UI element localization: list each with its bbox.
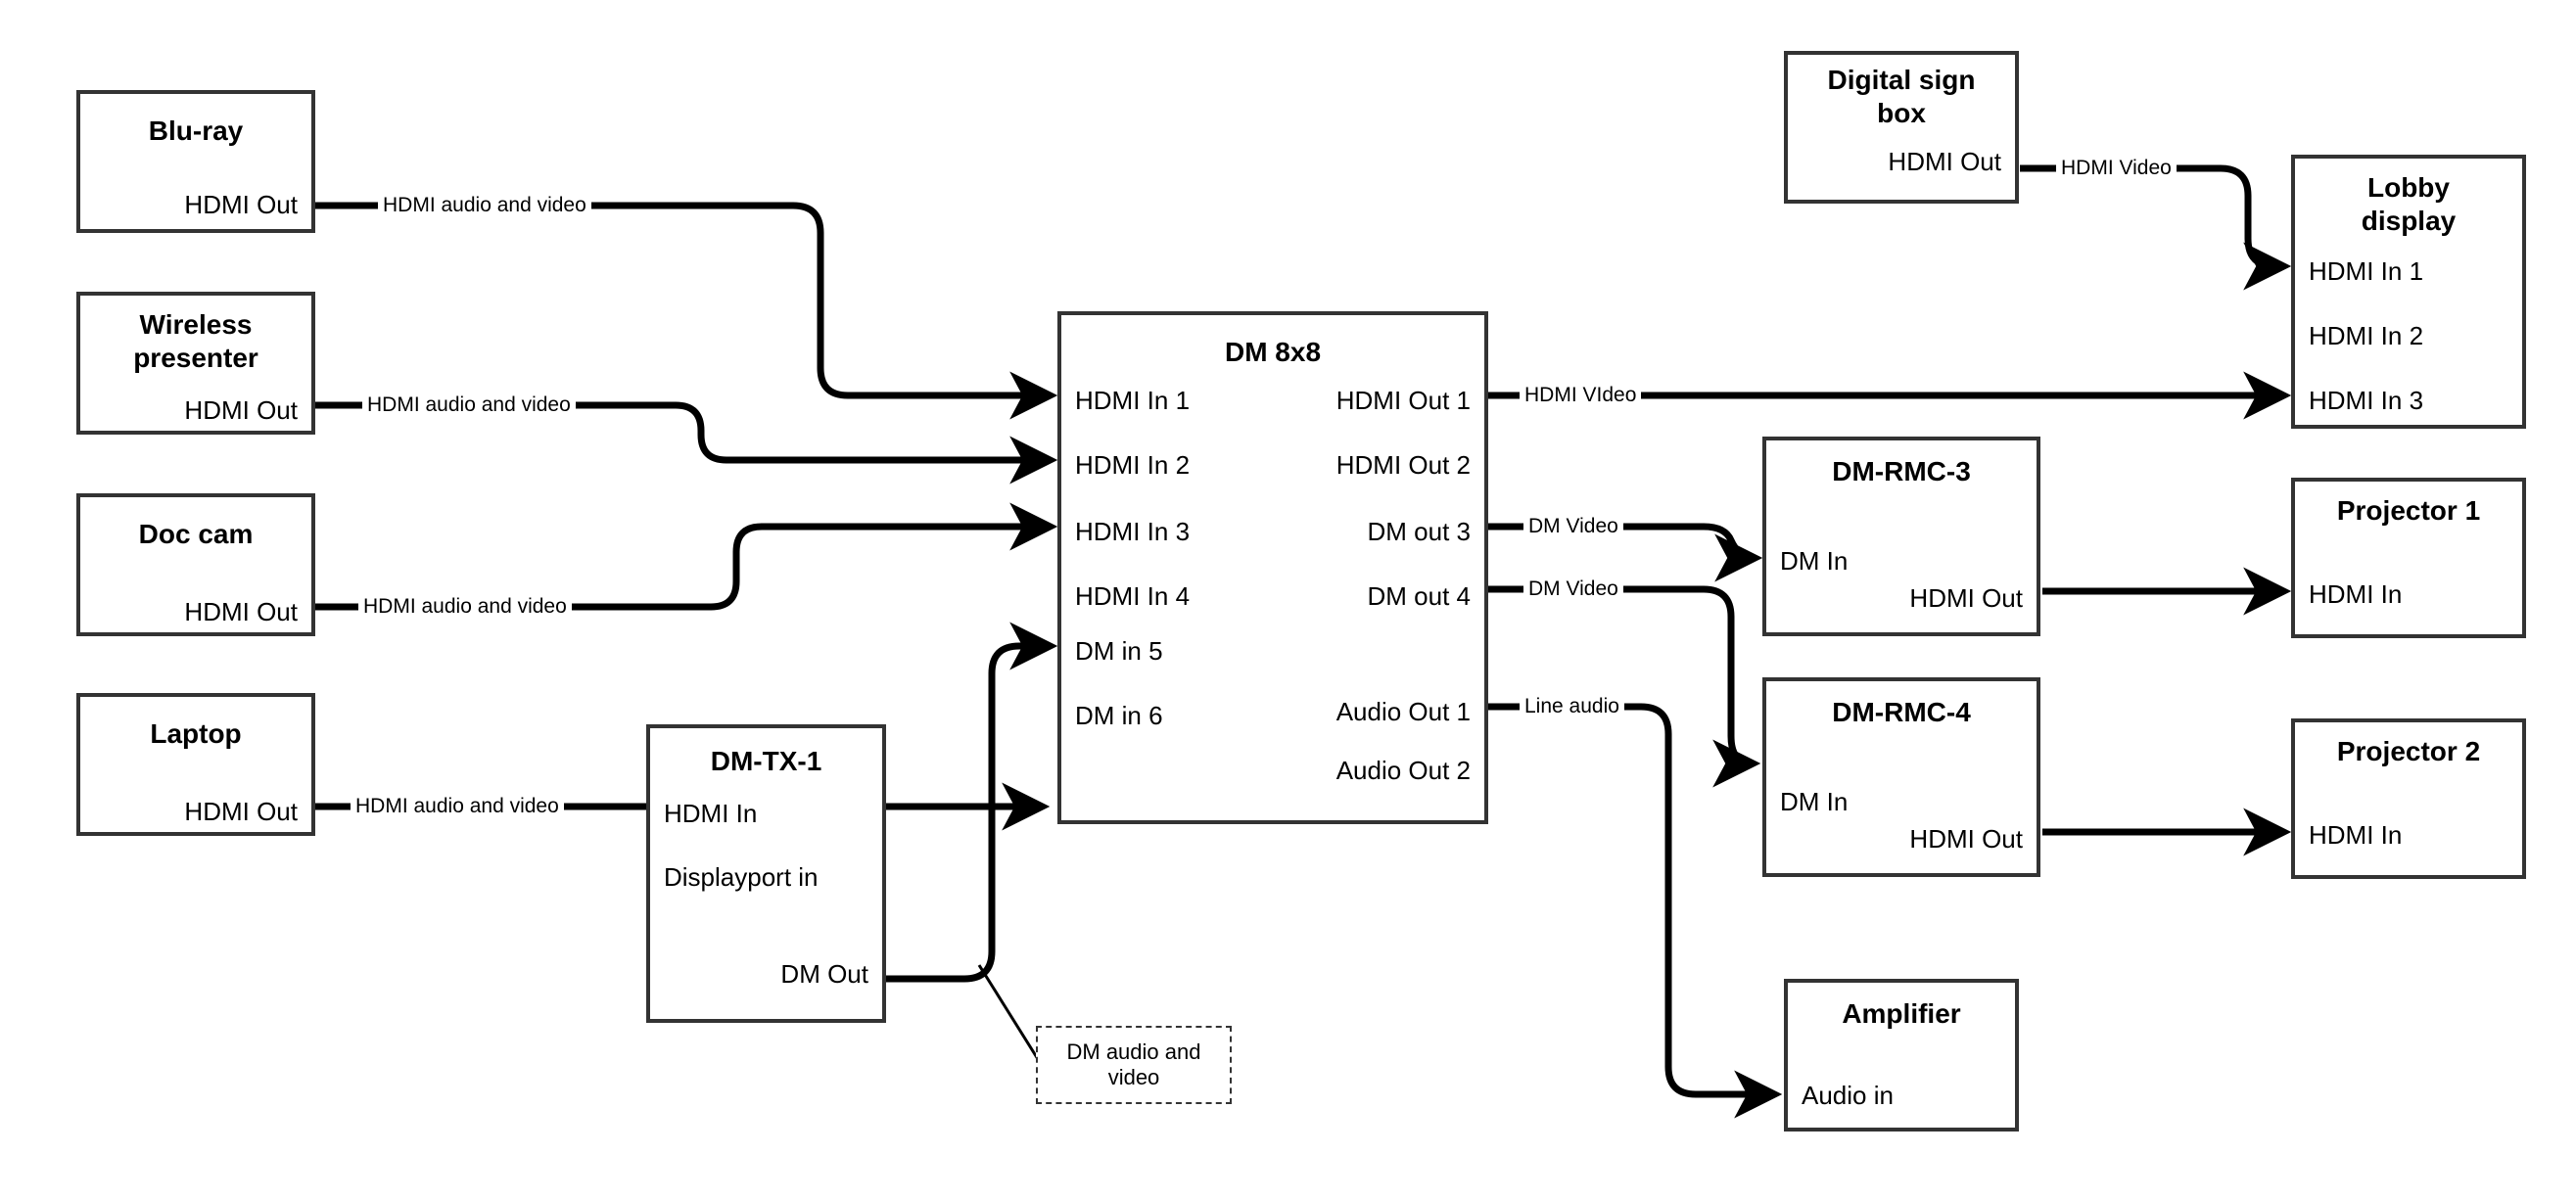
- node-projector-2[interactable]: Projector 2 HDMI In: [2291, 718, 2526, 879]
- node-dm-8x8-output-1[interactable]: HDMI Out 1: [1335, 386, 1471, 415]
- note-dm-audio-and-video-line1: DM audio and: [1066, 1039, 1201, 1064]
- node-amplifier[interactable]: Amplifier Audio in: [1784, 979, 2019, 1132]
- node-lobby-display[interactable]: Lobby display HDMI In 1 HDMI In 2 HDMI I…: [2291, 155, 2526, 429]
- wire-label-dmout3-to-rmc3: DM Video: [1523, 516, 1623, 536]
- wire-label-wireless-to-in2: HDMI audio and video: [362, 394, 576, 415]
- node-dm-8x8-input-4[interactable]: HDMI In 4: [1075, 581, 1191, 611]
- node-dm-8x8-output-4[interactable]: DM out 4: [1367, 581, 1472, 611]
- node-projector-1-title: Projector 1: [2336, 495, 2481, 526]
- node-projector-2-port-hdmi-in[interactable]: HDMI In: [2309, 820, 2403, 850]
- node-dm-tx-1-port-hdmi-in[interactable]: HDMI In: [664, 799, 758, 828]
- wire-bluray-to-dm8x8-in1: [315, 202, 1058, 420]
- node-laptop-title: Laptop: [150, 718, 242, 749]
- node-laptop-port-hdmi-out[interactable]: HDMI Out: [184, 797, 298, 826]
- node-digital-sign-box-title-line2: box: [1877, 98, 1926, 128]
- node-lobby-display-title-line1: Lobby: [2367, 172, 2450, 203]
- node-dm-8x8-output-6[interactable]: Audio Out 2: [1335, 756, 1471, 785]
- node-dm-rmc-4-port-dm-in[interactable]: DM In: [1780, 787, 1849, 816]
- node-doc-cam-title: Doc cam: [138, 519, 254, 549]
- node-dm-8x8-input-3[interactable]: HDMI In 3: [1075, 517, 1191, 546]
- node-projector-2-title: Projector 2: [2336, 736, 2481, 766]
- node-bluray-port-hdmi-out[interactable]: HDMI Out: [184, 190, 298, 219]
- node-digital-sign-box-title-line1: Digital sign: [1827, 65, 1976, 95]
- node-dm-8x8-input-6[interactable]: DM in 6: [1075, 701, 1163, 730]
- node-dm-8x8-title: DM 8x8: [1224, 337, 1322, 367]
- wire-label-audioout1-to-amplifier: Line audio: [1520, 696, 1624, 716]
- wire-label-doccam-to-in3: HDMI audio and video: [358, 596, 572, 617]
- node-lobby-display-title-line2: display: [2361, 206, 2457, 236]
- node-laptop[interactable]: Laptop HDMI Out: [76, 693, 315, 836]
- node-dm-tx-1-port-dm-out[interactable]: DM Out: [780, 959, 868, 989]
- leader-line-dm-audio-video-note: [977, 964, 1040, 1060]
- node-wireless-presenter-title-line2: presenter: [133, 343, 258, 373]
- node-dm-tx-1-title: DM-TX-1: [710, 746, 822, 776]
- node-amplifier-title: Amplifier: [1842, 998, 1961, 1029]
- note-dm-audio-and-video: DM audio and video: [1036, 1026, 1232, 1104]
- node-dm-8x8-input-1[interactable]: HDMI In 1: [1075, 386, 1191, 415]
- node-wireless-presenter-title-line1: Wireless: [139, 309, 253, 340]
- node-dm-rmc-3[interactable]: DM-RMC-3 DM In HDMI Out: [1762, 437, 2040, 636]
- node-dm-8x8-input-2[interactable]: HDMI In 2: [1075, 450, 1191, 480]
- wire-label-hdmiout1-to-lobby-in3: HDMI VIdeo: [1520, 385, 1642, 405]
- wire-label-laptop-to-dmtx1: HDMI audio and video: [351, 796, 564, 816]
- wire-digitalsign-to-lobby-in1: [2020, 164, 2292, 291]
- node-amplifier-port-audio-in[interactable]: Audio in: [1802, 1081, 1894, 1110]
- node-bluray-title: Blu-ray: [148, 115, 244, 146]
- node-dm-rmc-4-title: DM-RMC-4: [1832, 697, 1971, 727]
- wire-label-dmout4-to-rmc4: DM Video: [1523, 578, 1623, 599]
- wire-dm8x8-audioout1-to-amplifier: [1487, 703, 1783, 1119]
- node-dm-8x8-output-3[interactable]: DM out 3: [1367, 517, 1472, 546]
- node-dm-tx-1[interactable]: DM-TX-1 HDMI In Displayport in DM Out: [646, 724, 886, 1023]
- node-lobby-display-port-hdmi-in-1[interactable]: HDMI In 1: [2309, 256, 2424, 286]
- node-doc-cam[interactable]: Doc cam HDMI Out: [76, 493, 315, 636]
- node-doc-cam-port-hdmi-out[interactable]: HDMI Out: [184, 597, 298, 626]
- node-dm-rmc-3-port-hdmi-out[interactable]: HDMI Out: [1909, 583, 2023, 613]
- node-dm-8x8-output-2[interactable]: HDMI Out 2: [1335, 450, 1471, 480]
- node-projector-1-port-hdmi-in[interactable]: HDMI In: [2309, 579, 2403, 609]
- node-dm-rmc-4[interactable]: DM-RMC-4 DM In HDMI Out: [1762, 677, 2040, 877]
- node-digital-sign-box-port-hdmi-out[interactable]: HDMI Out: [1888, 147, 2001, 176]
- wire-label-sign-to-lobby: HDMI Video: [2056, 158, 2177, 178]
- node-bluray[interactable]: Blu-ray HDMI Out: [76, 90, 315, 233]
- wire-dm8x8-dmout4-to-dmrmc4: [1487, 585, 1761, 788]
- node-dm-rmc-3-title: DM-RMC-3: [1832, 456, 1971, 486]
- node-dm-rmc-4-port-hdmi-out[interactable]: HDMI Out: [1909, 824, 2023, 854]
- node-lobby-display-port-hdmi-in-2[interactable]: HDMI In 2: [2309, 321, 2424, 350]
- wire-dmtx1-to-dm8x8-in5: [886, 622, 1058, 983]
- node-wireless-presenter[interactable]: Wireless presenter HDMI Out: [76, 292, 315, 435]
- note-dm-audio-and-video-line2: video: [1107, 1065, 1160, 1089]
- node-lobby-display-port-hdmi-in-3[interactable]: HDMI In 3: [2309, 386, 2424, 415]
- node-projector-1[interactable]: Projector 1 HDMI In: [2291, 478, 2526, 638]
- node-dm-8x8-output-5[interactable]: Audio Out 1: [1335, 697, 1471, 726]
- node-dm-8x8-input-5[interactable]: DM in 5: [1075, 636, 1163, 666]
- node-dm-rmc-3-port-dm-in[interactable]: DM In: [1780, 546, 1849, 576]
- wire-label-bluray-to-in1: HDMI audio and video: [378, 195, 591, 215]
- node-dm-tx-1-port-displayport-in[interactable]: Displayport in: [664, 862, 819, 892]
- node-wireless-presenter-port-hdmi-out[interactable]: HDMI Out: [184, 395, 298, 425]
- node-dm-8x8[interactable]: DM 8x8 HDMI In 1 HDMI In 2 HDMI In 3 HDM…: [1057, 311, 1488, 824]
- node-digital-sign-box[interactable]: Digital sign box HDMI Out: [1784, 51, 2019, 204]
